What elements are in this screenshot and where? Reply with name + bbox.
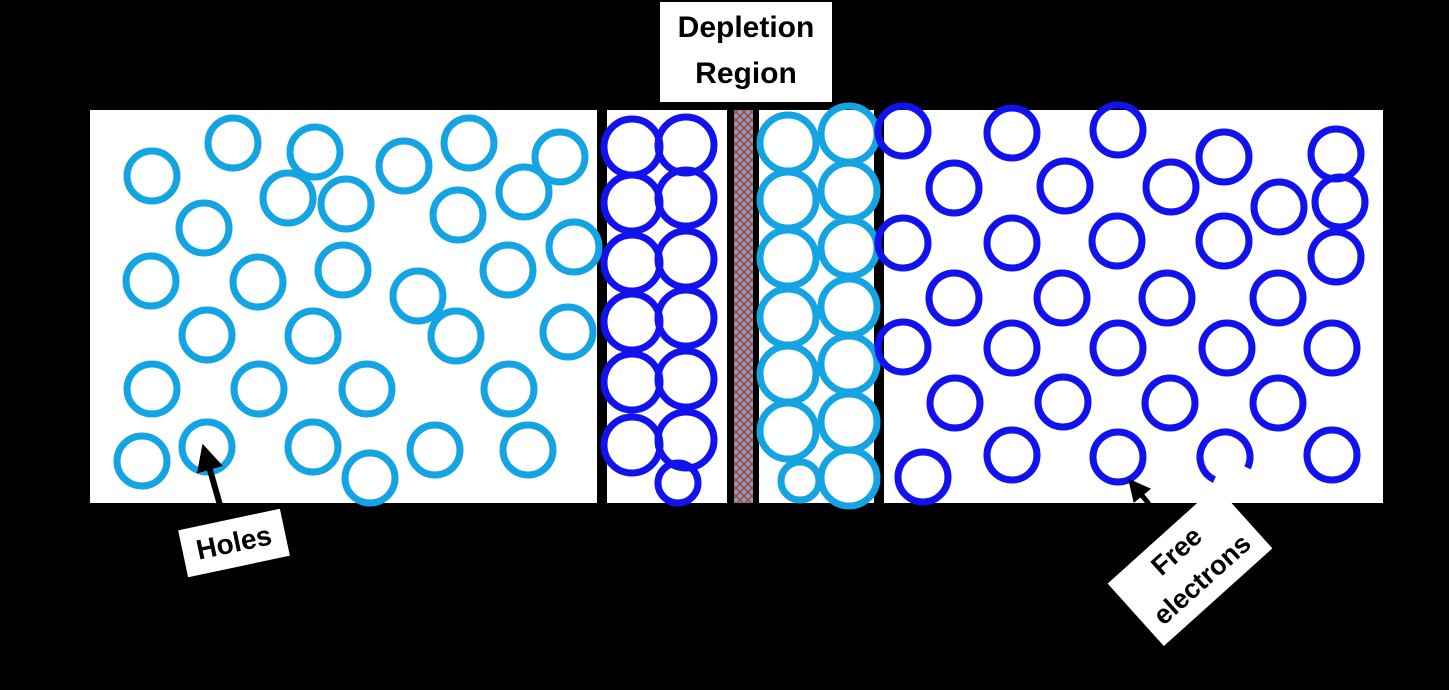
particle-circle (259, 169, 317, 227)
particle-circle (926, 374, 984, 432)
particle-circle (1034, 373, 1092, 431)
particle-circle (389, 267, 447, 325)
particle-circle (1249, 269, 1307, 327)
particle-circle (480, 360, 538, 418)
particle-circle (1088, 212, 1146, 270)
particle-circle (654, 286, 718, 350)
particle-circle (429, 186, 487, 244)
particle-circle (284, 418, 342, 476)
free-electrons-arrow (1128, 478, 1152, 506)
particle-circle (1089, 319, 1147, 377)
particle-circle (531, 128, 589, 186)
particle-circle (479, 241, 537, 299)
particle-circle (1036, 157, 1094, 215)
particle-circle (1198, 319, 1256, 377)
particle-circle (495, 163, 553, 221)
particle-circle (1089, 101, 1147, 159)
particle-circle (230, 360, 288, 418)
particle-circle (122, 252, 180, 310)
particle-circle (1250, 178, 1308, 236)
particle-circle (1138, 269, 1196, 327)
particle-circle (983, 104, 1041, 162)
particle-circle (756, 399, 820, 463)
depletion-region-label-line2: Region (695, 57, 797, 90)
depletion-region-label-line1: Depletion (677, 11, 815, 44)
particle-circle (894, 448, 952, 506)
particle-circle (123, 360, 181, 418)
particle-circle (925, 159, 983, 217)
particle-circle (1311, 173, 1369, 231)
particle-circle (317, 175, 375, 233)
particle-circle (874, 102, 932, 160)
particle-circle (1142, 158, 1200, 216)
holes-circles-p-region (113, 114, 603, 507)
electron-circles-depletion-left (600, 113, 718, 507)
particle-circle (983, 426, 1041, 484)
particle-circle (817, 446, 881, 510)
particle-circle (654, 347, 718, 411)
particle-circle (545, 218, 603, 276)
particle-circle (1089, 428, 1147, 486)
particle-circle (1033, 269, 1091, 327)
particle-circle (1195, 128, 1253, 186)
particle-circle (1307, 228, 1365, 286)
electron-circles-n-region (874, 101, 1369, 506)
particle-circle (499, 421, 557, 479)
particle-circle (286, 123, 344, 181)
particle-circle (314, 241, 372, 299)
particle-circle (338, 360, 396, 418)
particle-circle (1303, 426, 1361, 484)
particle-circle (427, 307, 485, 365)
particle-circle (983, 214, 1041, 272)
holes-arrow (196, 443, 225, 513)
hole-circles-depletion-right (756, 102, 881, 510)
particle-circle (1249, 374, 1307, 432)
particle-circle (341, 449, 399, 507)
particle-circle (925, 269, 983, 327)
particle-circle (874, 214, 932, 272)
particle-circle (375, 137, 433, 195)
depletion-region-label: Depletion Region (660, 2, 832, 102)
junction-bar (734, 110, 753, 503)
particle-circle (229, 253, 287, 311)
particle-circle (539, 303, 597, 361)
particle-circle (406, 421, 464, 479)
particle-circle (654, 166, 718, 230)
particle-circle (1195, 212, 1253, 270)
particle-circle (440, 114, 498, 172)
particle-circle (178, 306, 236, 364)
particle-circle (983, 319, 1041, 377)
particle-circle (113, 432, 171, 490)
particle-circle (874, 318, 932, 376)
particle-circle (123, 147, 181, 205)
particle-circle (1141, 374, 1199, 432)
particle-circle (284, 307, 342, 365)
particle-circle (175, 199, 233, 257)
particle-circle (654, 459, 702, 507)
particle-circle (1303, 319, 1361, 377)
particle-circle (204, 114, 262, 172)
arrows (196, 443, 1152, 513)
